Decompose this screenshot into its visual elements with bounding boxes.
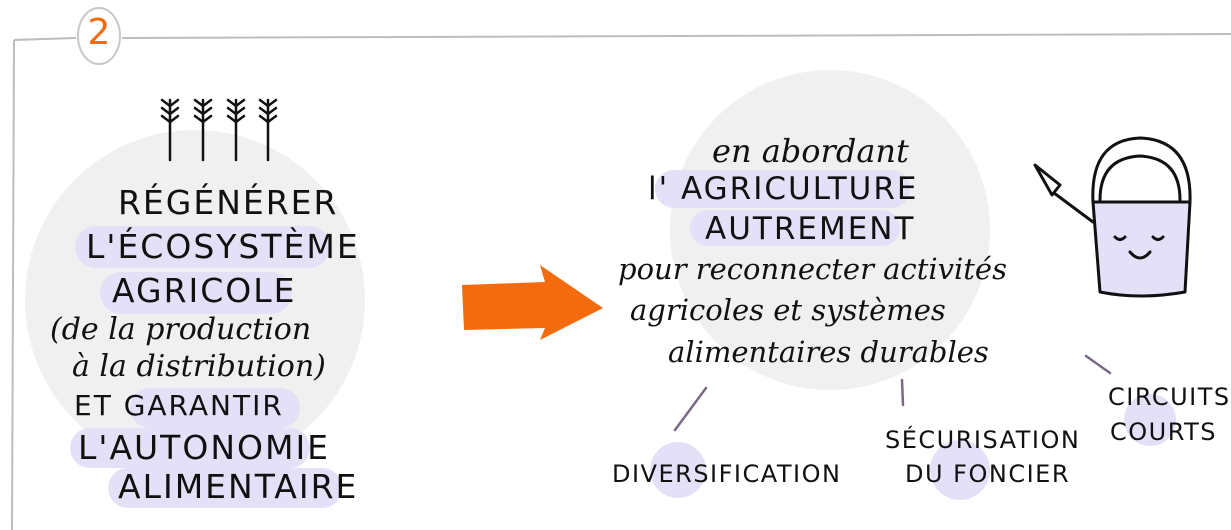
circuits-blob — [1124, 394, 1176, 446]
connector-diversification — [673, 386, 708, 432]
left-line-agricole: AGRICOLE — [112, 271, 297, 310]
highlight-garantir — [130, 388, 300, 428]
branch-securisation-line2: DU FONCIER — [905, 460, 1070, 488]
right-arrow-icon — [462, 265, 603, 340]
highlight-autonomie — [70, 428, 310, 468]
connector-circuits — [1084, 354, 1112, 375]
highlight-ecosysteme — [75, 226, 330, 268]
frame-top-line — [13, 33, 1231, 41]
right-line-en-abordant: en abordant — [712, 132, 909, 170]
right-line-autrement: AUTREMENT — [705, 211, 916, 247]
diversification-blob — [650, 442, 706, 498]
right-line-agriculture: l' AGRICULTURE — [648, 171, 919, 207]
left-line-ecosysteme: L'ÉCOSYSTÈME — [86, 227, 360, 266]
branch-securisation-line1: SÉCURISATION — [885, 426, 1081, 454]
step-badge — [77, 7, 121, 65]
branch-circuits-line2: COURTS — [1110, 418, 1218, 446]
watering-can-icon — [1033, 136, 1192, 298]
highlight-agricole — [100, 272, 292, 314]
left-line-distribution: à la distribution) — [72, 349, 326, 384]
connector-securisation — [900, 378, 905, 407]
branch-diversification: DIVERSIFICATION — [612, 460, 842, 488]
step-number: 2 — [87, 12, 111, 53]
right-line-reconnecter: pour reconnecter activités — [618, 252, 1007, 286]
right-line-agricoles: agricoles et systèmes — [630, 293, 946, 327]
frame-left-line — [11, 39, 15, 530]
highlight-agriculture — [655, 170, 910, 208]
highlight-autrement — [690, 210, 900, 246]
left-line-regenerer: RÉGÉNÉRER — [118, 183, 339, 222]
right-line-alimentaires: alimentaires durables — [668, 335, 989, 369]
left-line-production: (de la production — [50, 312, 312, 347]
left-line-autonomie: L'AUTONOMIE — [78, 428, 331, 467]
highlight-alimentaire — [108, 468, 342, 508]
wheat-sprouts-icon — [160, 98, 278, 162]
branch-circuits-line1: CIRCUITS — [1108, 383, 1231, 411]
securisation-blob — [930, 440, 990, 500]
left-line-alimentaire: ALIMENTAIRE — [118, 467, 359, 506]
left-line-garantir: ET GARANTIR — [74, 389, 284, 422]
